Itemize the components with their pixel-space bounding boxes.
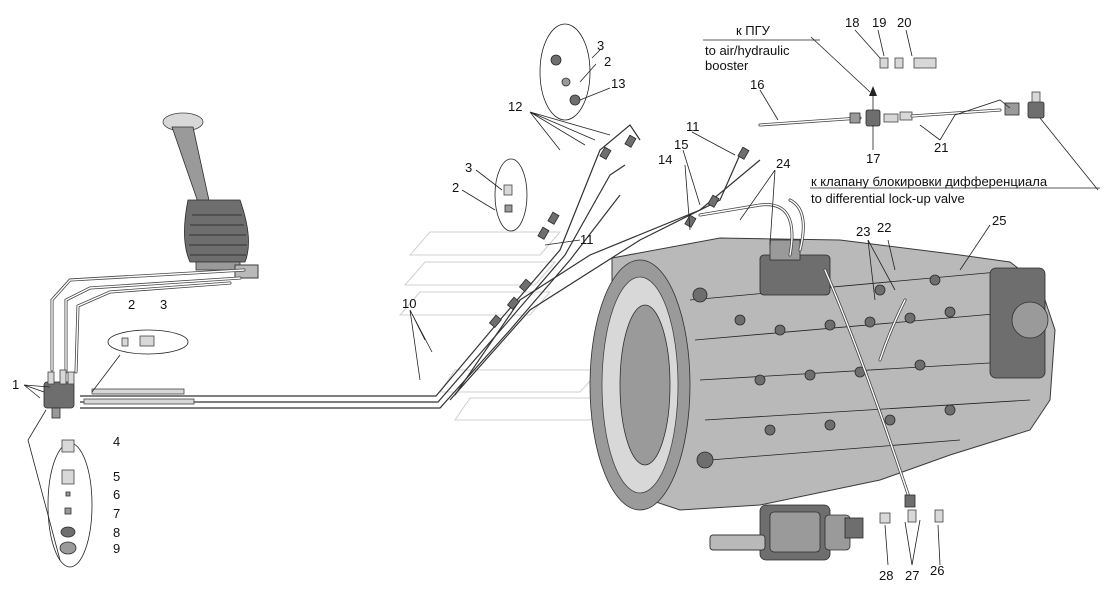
part-label-1: 1 — [12, 377, 19, 392]
left-valve-block — [43, 369, 75, 419]
background-watermark — [398, 231, 612, 421]
lever-linkage — [50, 268, 246, 374]
part-label-7: 7 — [113, 506, 120, 521]
pipe-fittings — [488, 134, 750, 328]
captions: к ПГУ to air/hydraulic booster к клапану… — [705, 23, 1048, 206]
part-label-20: 20 — [897, 15, 911, 30]
part-label-21: 21 — [934, 140, 948, 155]
part-label-2-mid: 2 — [452, 180, 459, 195]
part-label-2: 2 — [128, 297, 135, 312]
caption-booster-ru: к ПГУ — [736, 23, 771, 38]
leader-lines — [23, 29, 1100, 566]
gearbox-housing — [589, 237, 1056, 511]
main-pipes — [80, 124, 761, 409]
exploded-part-callouts — [47, 23, 591, 568]
part-label-3: 3 — [160, 297, 167, 312]
part-label-27: 27 — [905, 568, 919, 583]
caption-booster-en-1: to air/hydraulic — [705, 43, 790, 58]
part-label-24: 24 — [776, 156, 790, 171]
part-label-6: 6 — [113, 487, 120, 502]
part-label-11-low: 11 — [580, 232, 594, 247]
part-label-15: 15 — [674, 137, 688, 152]
part-label-12: 12 — [508, 99, 522, 114]
caption-lockup-en: to differential lock-up valve — [811, 191, 965, 206]
part-number-labels: 1 2 3 4 5 6 7 8 9 10 2 3 11 12 3 2 13 14… — [12, 15, 1006, 583]
part-label-25: 25 — [992, 213, 1006, 228]
part-label-2-top: 2 — [604, 54, 611, 69]
gear-shift-lever — [162, 112, 259, 279]
part-label-8: 8 — [113, 525, 120, 540]
part-label-3-mid: 3 — [465, 160, 472, 175]
part-label-11-top: 11 — [686, 119, 700, 134]
top-tee-fittings — [758, 57, 1045, 127]
caption-booster-en-2: booster — [705, 58, 749, 73]
caption-lockup-ru: к клапану блокировки дифференциала — [811, 174, 1048, 189]
part-label-13: 13 — [611, 76, 625, 91]
part-label-16: 16 — [750, 77, 764, 92]
gearbox-top-lines — [698, 198, 916, 508]
part-label-26: 26 — [930, 563, 944, 578]
part-label-3-top: 3 — [597, 38, 604, 53]
part-label-19: 19 — [872, 15, 886, 30]
part-label-28: 28 — [879, 568, 893, 583]
part-label-4: 4 — [113, 434, 120, 449]
part-label-10: 10 — [402, 296, 416, 311]
part-label-17: 17 — [866, 151, 880, 166]
part-label-9: 9 — [113, 541, 120, 556]
part-label-14: 14 — [658, 152, 672, 167]
part-label-22: 22 — [877, 220, 891, 235]
part-label-5: 5 — [113, 469, 120, 484]
part-label-23: 23 — [856, 224, 870, 239]
part-label-18: 18 — [845, 15, 859, 30]
bottom-valve-unit — [709, 504, 944, 561]
